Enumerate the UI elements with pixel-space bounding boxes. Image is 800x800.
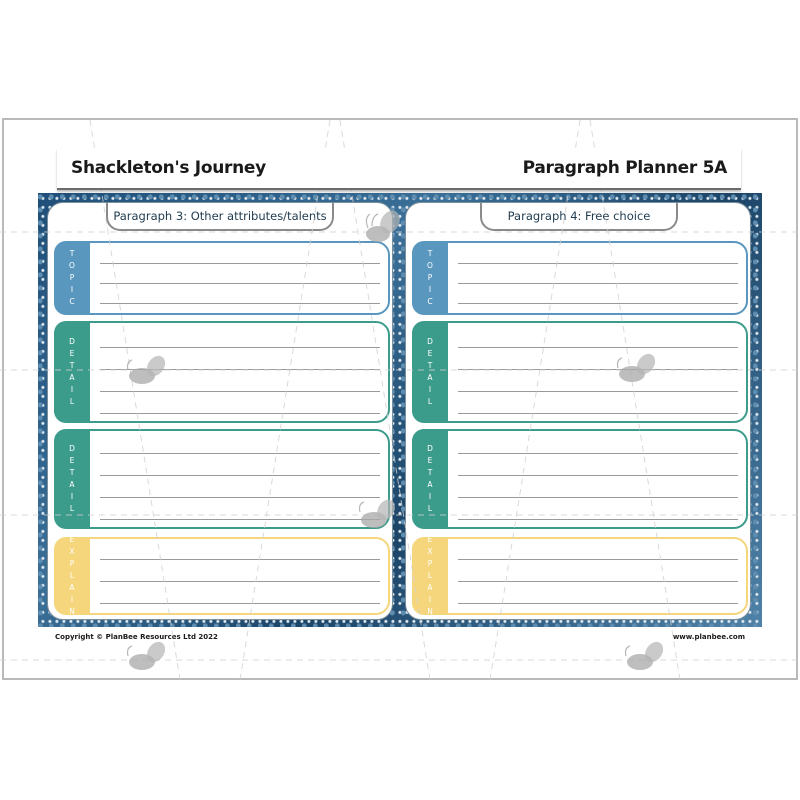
- paragraph-heading: Paragraph 3: Other attributes/talents: [106, 203, 334, 231]
- bee-watermark-icon: [126, 641, 166, 670]
- bee-watermark-icon: [358, 499, 395, 528]
- website-text: www.planbee.com: [672, 633, 745, 641]
- writing-lines: [100, 539, 380, 613]
- writing-lines: [458, 323, 738, 421]
- worksheet-title: Shackleton's Journey: [71, 158, 266, 178]
- topic-label: T: [69, 249, 75, 258]
- writing-lines: [458, 243, 738, 313]
- writing-lines: [458, 431, 738, 527]
- bee-watermark-icon: [126, 355, 166, 384]
- title-bar: Shackleton's Journey Paragraph Planner 5…: [57, 148, 741, 190]
- writing-lines: [458, 539, 738, 613]
- paragraph-heading: Paragraph 4: Free choice: [480, 203, 678, 231]
- bee-watermark-icon: [616, 353, 656, 382]
- writing-lines: [100, 243, 380, 313]
- planner-title: Paragraph Planner 5A: [522, 158, 728, 178]
- bee-watermark-icon: [365, 210, 400, 242]
- bee-watermark-icon: [624, 641, 664, 670]
- writing-lines: [100, 431, 380, 527]
